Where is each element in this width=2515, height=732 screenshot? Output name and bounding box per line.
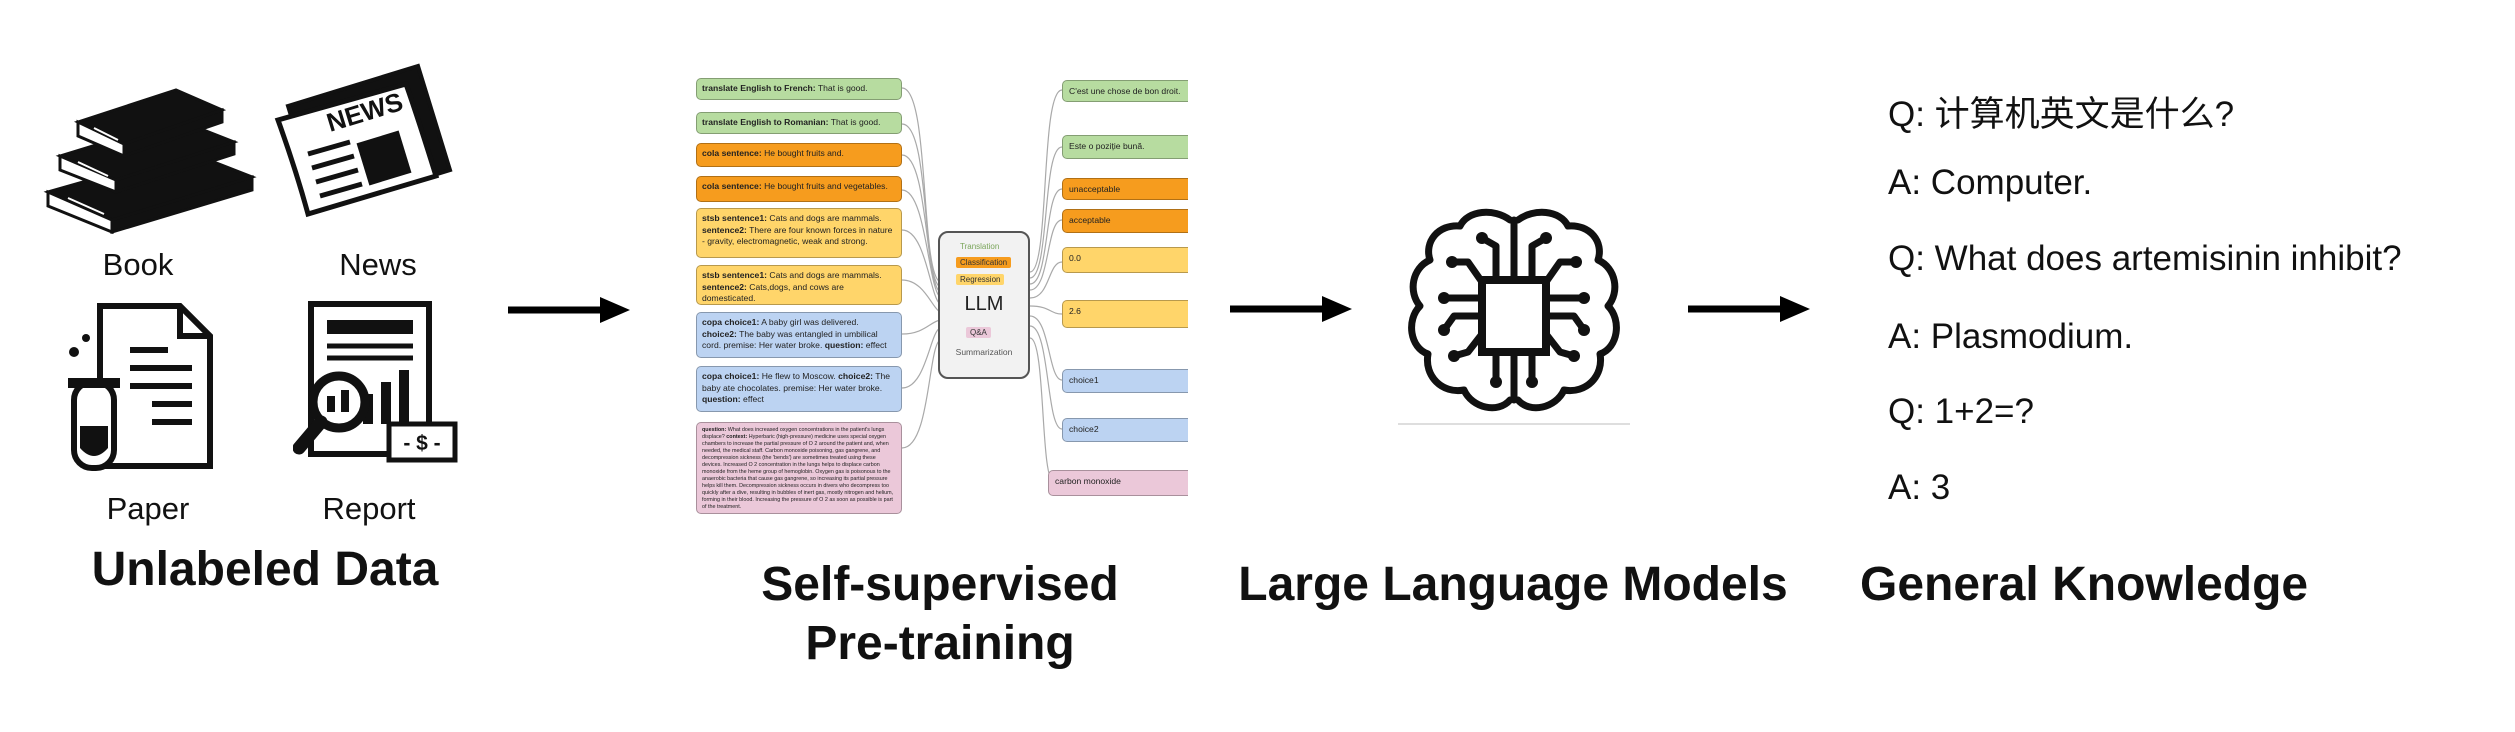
qa-line-5: Q: 1+2=? xyxy=(1888,392,2034,431)
llm-tag-regression: Regression xyxy=(956,274,1005,285)
brain-chip-icon xyxy=(1398,208,1630,425)
knowledge-title: General Knowledge xyxy=(1860,558,2309,611)
book-label: Book xyxy=(102,247,174,282)
newspaper-icon: NEWS xyxy=(274,63,453,218)
arrow-2-icon xyxy=(1230,296,1352,322)
qa-line-4: A: Plasmodium. xyxy=(1888,317,2134,356)
task-copa-1: copa choice1: A baby girl was delivered.… xyxy=(696,312,902,358)
task-cola-1: cola sentence: He bought fruits and. xyxy=(696,143,902,167)
output-0-0: 0.0 xyxy=(1062,247,1188,273)
output-choice1: choice1 xyxy=(1062,369,1188,393)
task-translate-romanian: translate English to Romanian: That is g… xyxy=(696,112,902,134)
output-french: C'est une chose de bon droit. xyxy=(1062,80,1188,102)
news-label: News xyxy=(339,247,417,282)
arrow-3-icon xyxy=(1688,296,1810,322)
paper-icon xyxy=(68,303,213,471)
book-icon xyxy=(43,88,257,234)
qa-line-6: A: 3 xyxy=(1888,468,1951,507)
report-price: - $ - xyxy=(403,432,440,455)
output-acceptable: acceptable xyxy=(1062,209,1188,233)
qa-line-2: A: Computer. xyxy=(1888,163,2093,202)
llm-tag-qa: Q&A xyxy=(966,327,991,338)
output-2-6: 2.6 xyxy=(1062,300,1188,328)
qa-line-1: Q: 计算机英文是什么? xyxy=(1888,95,2235,134)
pretraining-title-line1: Self-supervised xyxy=(761,558,1119,611)
models-title: Large Language Models xyxy=(1238,558,1788,611)
connector-lines xyxy=(901,87,1063,483)
report-label: Report xyxy=(322,491,416,526)
task-stsb-2: stsb sentence1: Cats and dogs are mammal… xyxy=(696,265,902,305)
pretraining-title-line2: Pre-training xyxy=(805,616,1075,670)
task-stsb-1: stsb sentence1: Cats and dogs are mammal… xyxy=(696,208,902,258)
task-cola-2: cola sentence: He bought fruits and vege… xyxy=(696,176,902,202)
task-copa-2: copa choice1: He flew to Moscow. choice2… xyxy=(696,366,902,412)
llm-tag-summarization: Summarization xyxy=(955,347,1013,357)
llm-tag-classification: Classification xyxy=(956,257,1012,268)
output-unacceptable: unacceptable xyxy=(1062,178,1188,200)
pretraining-title: Self-supervised Pre-training xyxy=(720,556,1160,673)
task-squad: question: What does increased oxygen con… xyxy=(696,422,902,514)
pretraining-diagram: translate English to French: That is goo… xyxy=(690,72,1188,518)
arrow-1-icon xyxy=(508,297,630,323)
qa-line-3: Q: What does artemisinin inhibit? xyxy=(1888,239,2402,278)
llm-tag-translation: Translation xyxy=(960,242,1000,251)
llm-box: Translation Classification Regression LL… xyxy=(938,231,1030,379)
paper-label: Paper xyxy=(106,491,190,526)
unlabeled-data-title: Unlabeled Data xyxy=(91,543,439,596)
output-carbon-monoxide: carbon monoxide xyxy=(1048,470,1188,496)
output-choice2: choice2 xyxy=(1062,418,1188,442)
llm-label: LLM xyxy=(964,293,1004,315)
output-romanian: Este o poziție bună. xyxy=(1062,135,1188,159)
report-icon: - $ - xyxy=(293,301,458,463)
task-translate-french: translate English to French: That is goo… xyxy=(696,78,902,100)
